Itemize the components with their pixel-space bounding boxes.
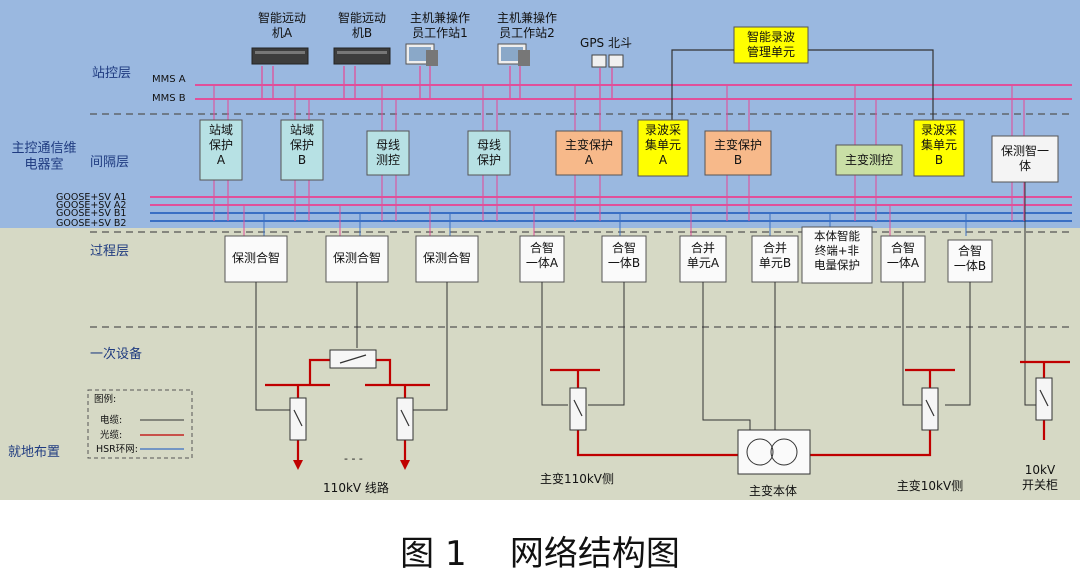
label-xfmr-10kv: 主变10kV侧 (897, 478, 963, 493)
xfmr-mc-box (835, 144, 903, 176)
pm-label-3: 保测合智 (423, 250, 471, 265)
legend-title: 图例: (94, 393, 116, 405)
recorder-b-box (913, 119, 965, 177)
mi-b2-box (947, 239, 993, 283)
xfmr-mc-label: 主变测控 (845, 152, 893, 167)
region-label-local: 就地布置 (8, 445, 60, 460)
figure-caption: 图 1 网络结构图 (400, 534, 680, 574)
bus-prot-box (467, 130, 511, 176)
bus-label-goose-b2: GOOSE+SV B2 (56, 218, 126, 229)
mi-a2-label: 合智一体A (887, 240, 920, 270)
label-xfmr-110kv: 主变110kV侧 (540, 471, 614, 486)
legend-box (87, 389, 193, 459)
mi-a1-box (519, 235, 565, 283)
transformer-winding-2 (770, 438, 798, 466)
gps-beidou-icon (591, 54, 624, 68)
bus-label-mms-a: MMS A (152, 74, 186, 85)
pm-label-2: 保测合智 (333, 250, 381, 265)
prot-mc-integrated-label: 保测智一体 (1001, 143, 1049, 173)
pm-label-1: 保测合智 (232, 250, 280, 265)
xfmr-prot-a-box (555, 130, 623, 176)
body-terminal-label: 本体智能终端+非电量保护 (814, 229, 860, 272)
remote-unit-b-icon (333, 47, 391, 65)
label-110kv-line: 110kV 线路 (323, 480, 389, 495)
workstation-1-icon (405, 43, 438, 66)
label-dots: - - - (344, 452, 363, 465)
gps-beidou-label: GPS 北斗 (580, 36, 632, 50)
recorder-mgmt-link-b (808, 49, 934, 120)
station-area-prot-b-box (280, 119, 324, 181)
station-area-prot-a-box (199, 119, 243, 181)
recorder-a-box (637, 119, 689, 177)
workstation-1-label: 主机兼操作员工作站1 (410, 10, 470, 40)
xfmr-prot-b-box (704, 130, 772, 176)
legend-hsr-label: HSR环网: (96, 444, 138, 455)
legend-fiber-label: 光缆: (100, 429, 122, 441)
remote-unit-a-icon (251, 47, 309, 65)
remote-unit-b-label: 智能远动机B (338, 10, 386, 40)
pm-box-1 (224, 235, 288, 283)
bus-mc-box (366, 130, 410, 176)
bus-mc-label: 母线测控 (376, 138, 400, 167)
mu-a-box (679, 235, 727, 283)
layer-label-primary: 一次设备 (90, 346, 142, 362)
mu-b-label: 合并单元B (759, 240, 791, 270)
mi-a2-box (880, 235, 926, 283)
recorder-mgmt-box (733, 26, 809, 64)
bus-label-goose-a1: GOOSE+SV A1 (56, 192, 126, 203)
mu-b-box (751, 235, 799, 283)
transformer-winding-1 (746, 438, 774, 466)
pm-box-3 (415, 235, 479, 283)
bus-label-mms-b: MMS B (152, 93, 186, 104)
legend-cable-label: 电缆: (100, 414, 122, 426)
bus-prot-label: 母线保护 (477, 138, 501, 167)
recorder-mgmt-label: 智能录波管理单元 (747, 29, 795, 59)
mu-a-label: 合并单元A (687, 240, 720, 270)
region-label-control-room: 主控通信维电器室 (11, 141, 76, 172)
mi-a1-label: 合智一体A (526, 240, 559, 270)
remote-unit-a-label: 智能远动机A (258, 10, 306, 40)
layer-label-bay: 间隔层 (90, 155, 129, 170)
mi-b1-box (601, 235, 647, 283)
bus-label-goose-a2: GOOSE+SV A2 (56, 200, 126, 211)
mi-b1-label: 合智一体B (608, 240, 640, 270)
mi-b2-label: 合智一体B (954, 243, 986, 273)
recorder-mgmt-link (671, 49, 734, 120)
workstation-2-icon (497, 43, 530, 66)
layer-label-process: 过程层 (90, 244, 129, 259)
layer-label-station: 站控层 (92, 66, 131, 81)
bus-label-goose-b1: GOOSE+SV B1 (56, 208, 126, 219)
label-xfmr-body: 主变本体 (749, 483, 797, 498)
transformer-body-box (737, 429, 811, 475)
workstation-2-label: 主机兼操作员工作站2 (497, 10, 557, 40)
body-terminal-box (801, 226, 873, 284)
